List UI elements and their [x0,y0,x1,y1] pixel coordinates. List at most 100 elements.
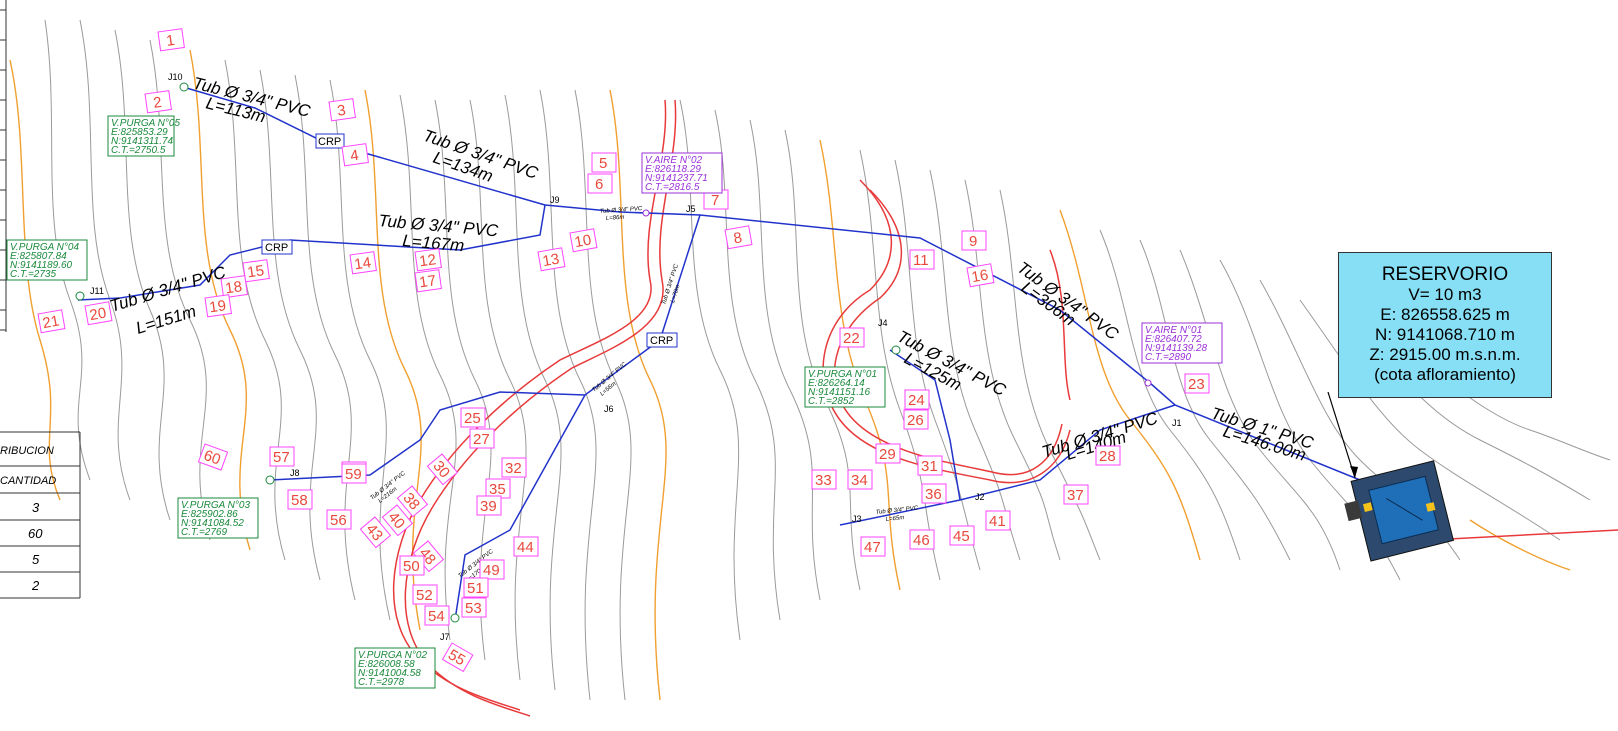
svg-text:V.PURGA N°02: V.PURGA N°02 [358,650,427,661]
lot-number: 8 [732,229,743,247]
pipelines [77,86,1361,621]
index-contours [9,49,1571,701]
lot-number: 5 [599,155,607,172]
reservoir-tank [1344,460,1455,562]
lot-number: 1 [165,32,176,50]
lot-label: 11 [909,249,935,270]
lot-label: 36 [921,483,947,504]
junction-label: J7 [440,632,450,642]
lot-number: 13 [541,251,560,271]
svg-text:N:9141139.28: N:9141139.28 [1145,343,1208,354]
svg-text:C.T.=2769: C.T.=2769 [181,527,227,538]
junction-label: J4 [878,318,888,328]
svg-text:V.AIRE N°01: V.AIRE N°01 [1145,325,1202,336]
lot-label: 31 [917,455,943,476]
lot-number: 51 [467,580,484,597]
lot-label: 35 [485,478,511,499]
lot-number: 33 [815,472,832,489]
lot-label: 10 [569,228,598,253]
svg-text:C.T.=2816.5: C.T.=2816.5 [645,182,700,193]
lot-label: 33 [811,469,837,490]
lot-number: 52 [416,587,433,604]
table-column: CANTIDAD [0,475,56,487]
reservoir-note: (cota afloramiento) [1374,365,1516,384]
lot-number: 36 [925,486,942,503]
junction-label: J8 [290,468,300,478]
junction-label: J11 [90,286,104,296]
lot-label: 16 [966,263,995,288]
lot-label: 34 [847,469,873,490]
svg-text:E:825807.84: E:825807.84 [10,251,67,262]
lot-label: 4 [341,143,369,167]
lot-number: 16 [970,267,989,287]
lot-number: 6 [595,176,603,193]
lot-label: 56 [326,509,352,530]
svg-text:C.T.=2978: C.T.=2978 [358,677,404,688]
reservoir-east: E: 826558.625 m [1380,305,1510,324]
lot-label: 37 [1063,484,1089,505]
lot-label: 27 [469,428,495,449]
junction-label: J2 [975,492,985,502]
svg-text:V.PURGA N°04: V.PURGA N°04 [10,242,79,253]
svg-text:V.PURGA N°03: V.PURGA N°03 [181,500,250,511]
valve-callouts: V.PURGA N°05 E:825853.29 N:9141311.74 C.… [6,82,1223,689]
lot-label: 14 [349,251,377,275]
lot-label: 26 [903,409,929,430]
lot-label: 13 [537,247,566,272]
lot-label: 29 [875,443,901,464]
lot-label: 44 [513,536,539,557]
reservoir-north: N: 9141068.710 m [1375,325,1515,344]
junction-label: J5 [686,204,696,214]
lot-label: 49 [479,559,505,580]
lot-number: 31 [921,458,938,475]
lot-label: 32 [501,457,527,478]
lot-number: 41 [989,513,1006,530]
lot-number: 11 [913,252,929,269]
lot-label: 5 [591,152,617,173]
junctions: J10 J9 J5 J11 J8 J6 J4 J1 J2 J3 J7 [90,72,1182,642]
lot-number: 26 [907,412,924,429]
table-cell: 5 [32,552,40,567]
lot-number: 23 [1188,376,1205,393]
lot-label: 47 [860,536,886,557]
svg-text:C.T.=2890: C.T.=2890 [1145,352,1191,363]
pipe-label-small: Tub Ø 3/4" PVC [876,506,919,516]
lot-number: 25 [464,410,481,427]
lot-number: 55 [445,646,468,669]
lot-number: 53 [465,600,482,617]
lot-number: 7 [711,192,719,209]
svg-text:N:9141084.52: N:9141084.52 [181,518,244,529]
reservoir-volume: V= 10 m3 [1408,285,1482,304]
lot-label: 24 [904,389,930,410]
lot-label: 40 [381,504,414,537]
purga-valve-05: V.PURGA N°05 E:825853.29 N:9141311.74 C.… [107,82,189,157]
svg-text:V.PURGA N°01: V.PURGA N°01 [808,369,877,380]
table-edge [0,0,7,332]
lot-label: 2 [144,90,172,114]
svg-text:C.T.=2852: C.T.=2852 [808,396,854,407]
crp-label: CRP [318,136,341,148]
lot-label: 59 [341,463,367,484]
lot-number: 35 [489,481,506,498]
lot-label: 55 [441,642,474,673]
svg-text:E:826264.14: E:826264.14 [808,378,865,389]
lot-label: 41 [985,510,1011,531]
lot-label: 39 [476,495,502,516]
lot-label: 1 [157,28,185,52]
lot-label: 28 [1095,445,1121,466]
lot-number: 10 [573,232,592,252]
svg-text:N:9141151.16: N:9141151.16 [808,387,871,398]
lot-number: 49 [483,562,500,579]
junction-label: J1 [1172,418,1182,428]
lot-label: 3 [328,98,356,122]
svg-text:N:9141237.71: N:9141237.71 [645,173,708,184]
lot-label: 22 [839,327,865,348]
lot-number: 3 [336,102,347,120]
lot-number: 39 [480,498,497,515]
table-header: RIBUCION [0,445,54,457]
lot-number: 50 [403,558,420,575]
lot-number: 4 [349,147,360,165]
lot-number: 12 [418,251,437,270]
pipe-length-small: L=86m [606,215,625,222]
reservoir-elevation: Z: 2915.00 m.s.n.m. [1369,345,1521,364]
